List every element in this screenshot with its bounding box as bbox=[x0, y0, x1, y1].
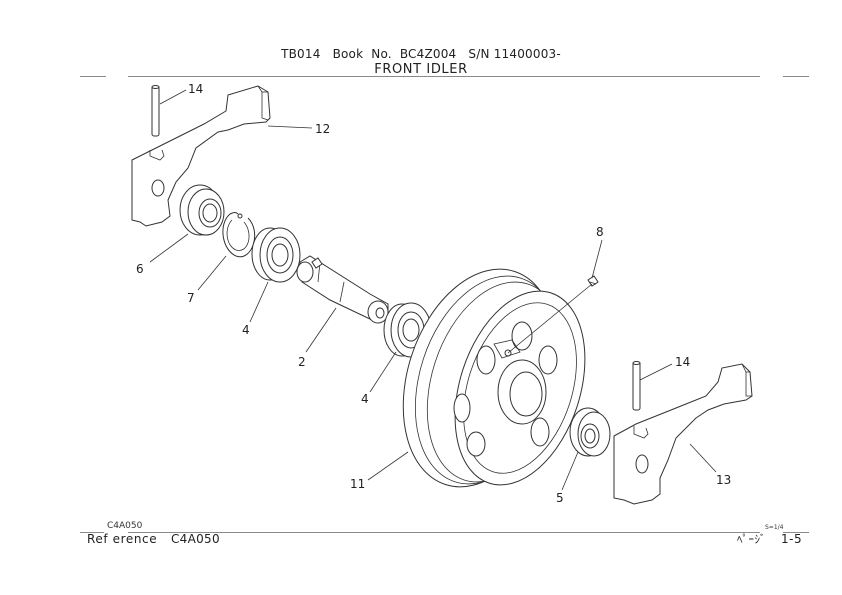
leader-12 bbox=[267, 125, 313, 129]
leader-4-left bbox=[249, 281, 269, 323]
callout-11: 11 bbox=[350, 477, 365, 491]
part-6-seal bbox=[179, 184, 225, 236]
footer-page-number: 1-5 bbox=[781, 532, 803, 546]
part-8-plug bbox=[587, 275, 599, 287]
footer-reference-label: Ref erence bbox=[87, 532, 158, 546]
page-title: FRONT IDLER bbox=[374, 62, 468, 77]
callout-5: 5 bbox=[556, 491, 564, 505]
leader-14-upper bbox=[159, 89, 187, 105]
callout-7: 7 bbox=[187, 291, 195, 305]
footer-rule-right bbox=[783, 532, 809, 533]
leader-11 bbox=[367, 451, 409, 481]
leader-7 bbox=[197, 255, 227, 291]
part-11-idler-wheel bbox=[402, 268, 586, 488]
leader-2 bbox=[305, 307, 337, 353]
footer-page-label: ﾍﾟｰｼﾞ bbox=[737, 533, 766, 546]
part-5-seal bbox=[569, 407, 611, 457]
header-rule-right bbox=[783, 76, 809, 77]
footer-scale: S=1/4 bbox=[765, 524, 784, 531]
leader-5 bbox=[561, 451, 579, 491]
header-rule-left bbox=[80, 76, 106, 77]
part-4-right-bearing bbox=[383, 302, 432, 358]
callout-14-upper: 14 bbox=[188, 82, 203, 96]
part-12-left-bracket bbox=[131, 85, 271, 227]
part-14-upper-pin bbox=[151, 85, 160, 137]
part-13-right-bracket bbox=[613, 363, 753, 505]
part-4-left-bearing bbox=[251, 227, 301, 283]
leader-14-lower bbox=[639, 363, 673, 381]
leader-lines bbox=[149, 89, 717, 491]
callout-2: 2 bbox=[298, 355, 306, 369]
leader-4-right bbox=[369, 351, 397, 393]
callout-4-right: 4 bbox=[361, 392, 369, 406]
footer-rule-main bbox=[128, 532, 760, 533]
leader-8 bbox=[591, 239, 603, 279]
part-7-snap-ring bbox=[222, 212, 256, 258]
callout-13: 13 bbox=[716, 473, 731, 487]
leader-6 bbox=[149, 233, 189, 263]
callout-4-left: 4 bbox=[242, 323, 250, 337]
footer-reference-value: C4A050 bbox=[171, 532, 220, 546]
header-rule-main bbox=[128, 76, 760, 77]
leader-13 bbox=[689, 443, 717, 473]
part-14-lower-pin bbox=[632, 361, 641, 411]
header-book-info: TB014 Book No. BC4Z004 S/N 11400003- bbox=[281, 47, 561, 61]
callout-14-lower: 14 bbox=[675, 355, 690, 369]
callout-12: 12 bbox=[315, 122, 330, 136]
leader-8-inner bbox=[507, 283, 593, 354]
footer-rule-left bbox=[80, 532, 104, 533]
footer-drawing-code: C4A050 bbox=[107, 521, 143, 531]
callout-8: 8 bbox=[596, 225, 604, 239]
callout-6: 6 bbox=[136, 262, 144, 276]
part-2-shaft bbox=[296, 255, 389, 324]
